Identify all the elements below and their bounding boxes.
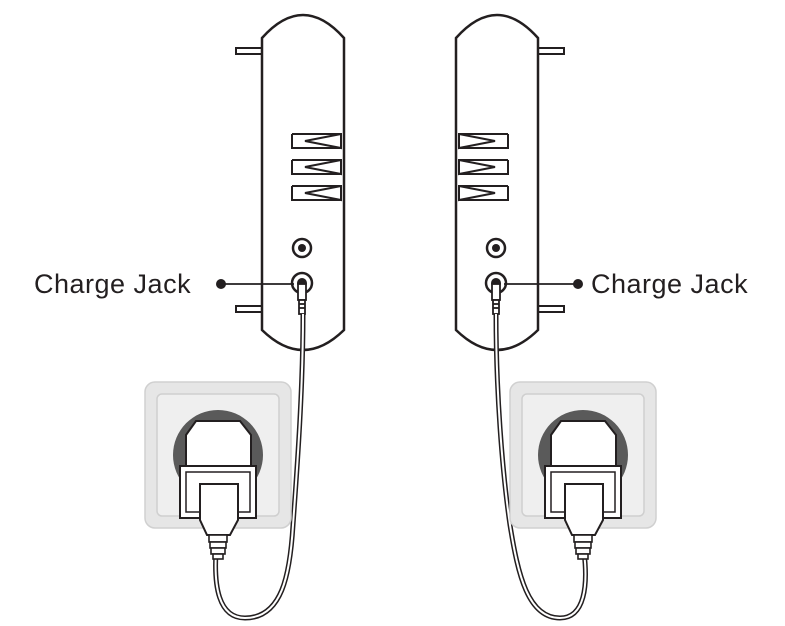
right-label-callout: Charge Jack — [504, 269, 748, 299]
left-jack-connector — [297, 283, 307, 315]
right-unit — [454, 13, 588, 621]
left-unit-vent-grille — [291, 133, 342, 202]
right-jack-connector — [491, 283, 501, 315]
left-charge-jack-label: Charge Jack — [34, 269, 191, 299]
right-charge-jack-label: Charge Jack — [591, 269, 748, 299]
left-unit-hooks — [235, 47, 265, 313]
left-label-callout: Charge Jack — [34, 269, 294, 299]
right-callout-dot — [573, 279, 583, 289]
right-unit-body — [454, 13, 540, 352]
right-unit-vent-grille — [458, 133, 509, 202]
left-unit-button — [291, 237, 313, 259]
left-wall-outlet — [144, 381, 292, 560]
left-unit-body — [260, 13, 346, 352]
left-unit — [213, 13, 346, 621]
right-unit-hooks — [535, 47, 565, 313]
right-wall-outlet — [509, 381, 657, 560]
right-unit-button — [485, 237, 507, 259]
